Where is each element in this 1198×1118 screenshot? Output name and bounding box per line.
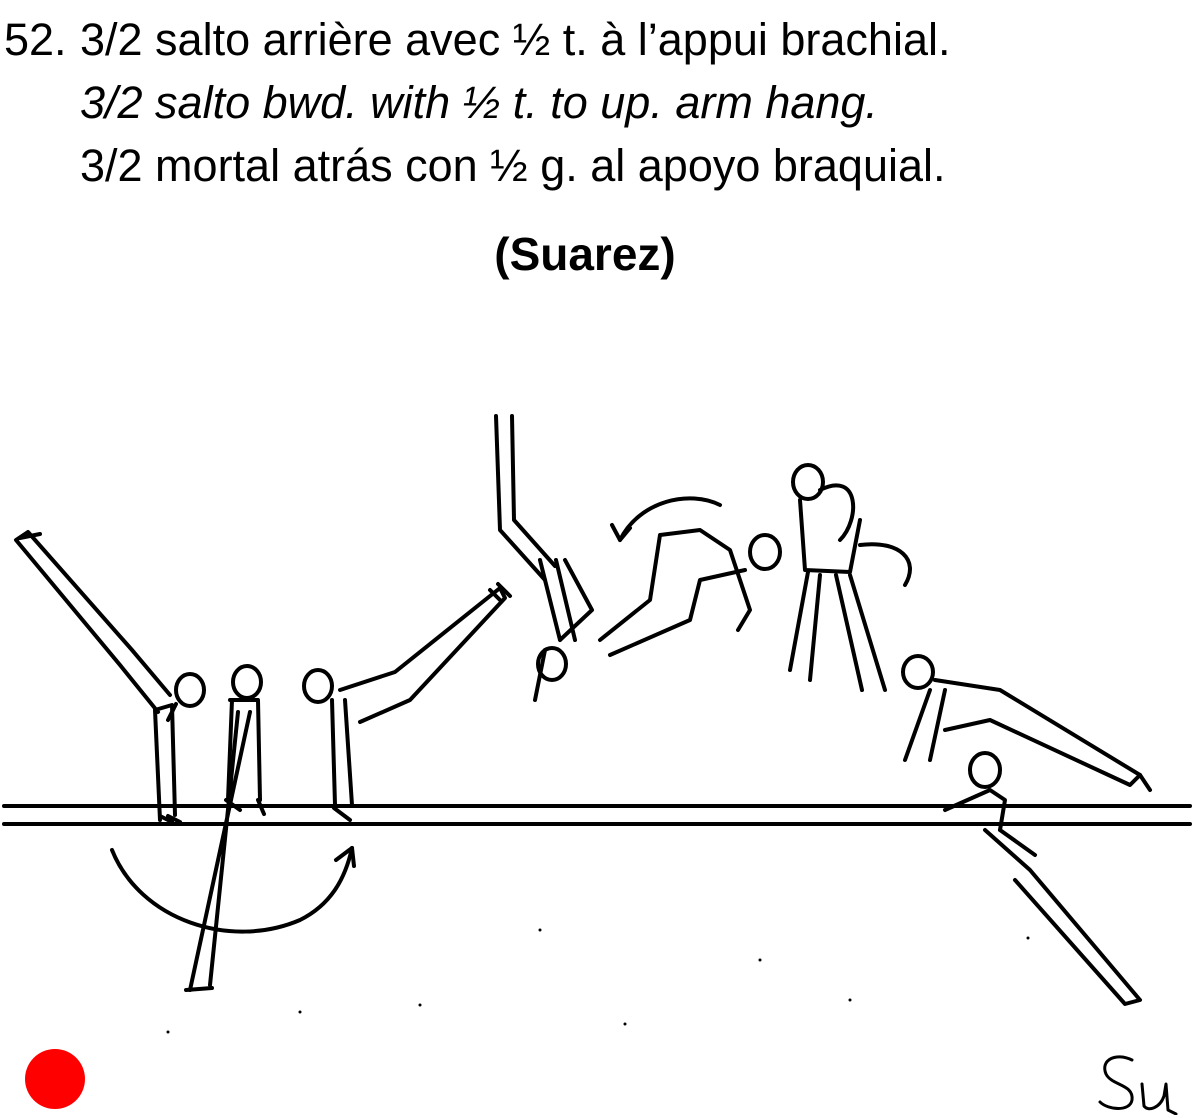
gymnast-figure-3	[302, 582, 512, 822]
rotation-arrow	[110, 846, 354, 934]
gymnast-figure-7	[901, 654, 1152, 792]
gymnast-figure-6	[788, 463, 912, 692]
gymnast-figure-8	[943, 751, 1142, 1006]
description-english: 3/2 salto bwd. with ½ t. to up. arm hang…	[80, 77, 878, 128]
gymnast-figure-4	[494, 414, 594, 702]
description-spanish: 3/2 mortal atrás con ½ g. al apoyo braqu…	[80, 140, 946, 191]
handwritten-signature	[1098, 1055, 1178, 1115]
element-name: (Suarez)	[494, 228, 676, 280]
gymnast-figure-1	[14, 530, 206, 824]
gymnast-sequence-illustration	[2, 414, 1192, 1034]
element-number: 52.	[4, 14, 67, 65]
gymnast-figure-5	[598, 496, 782, 657]
red-dot-marker	[25, 1049, 85, 1109]
description-french: 3/2 salto arrière avec ½ t. à l’appui br…	[80, 14, 951, 65]
gymnast-figure-2	[184, 664, 266, 992]
